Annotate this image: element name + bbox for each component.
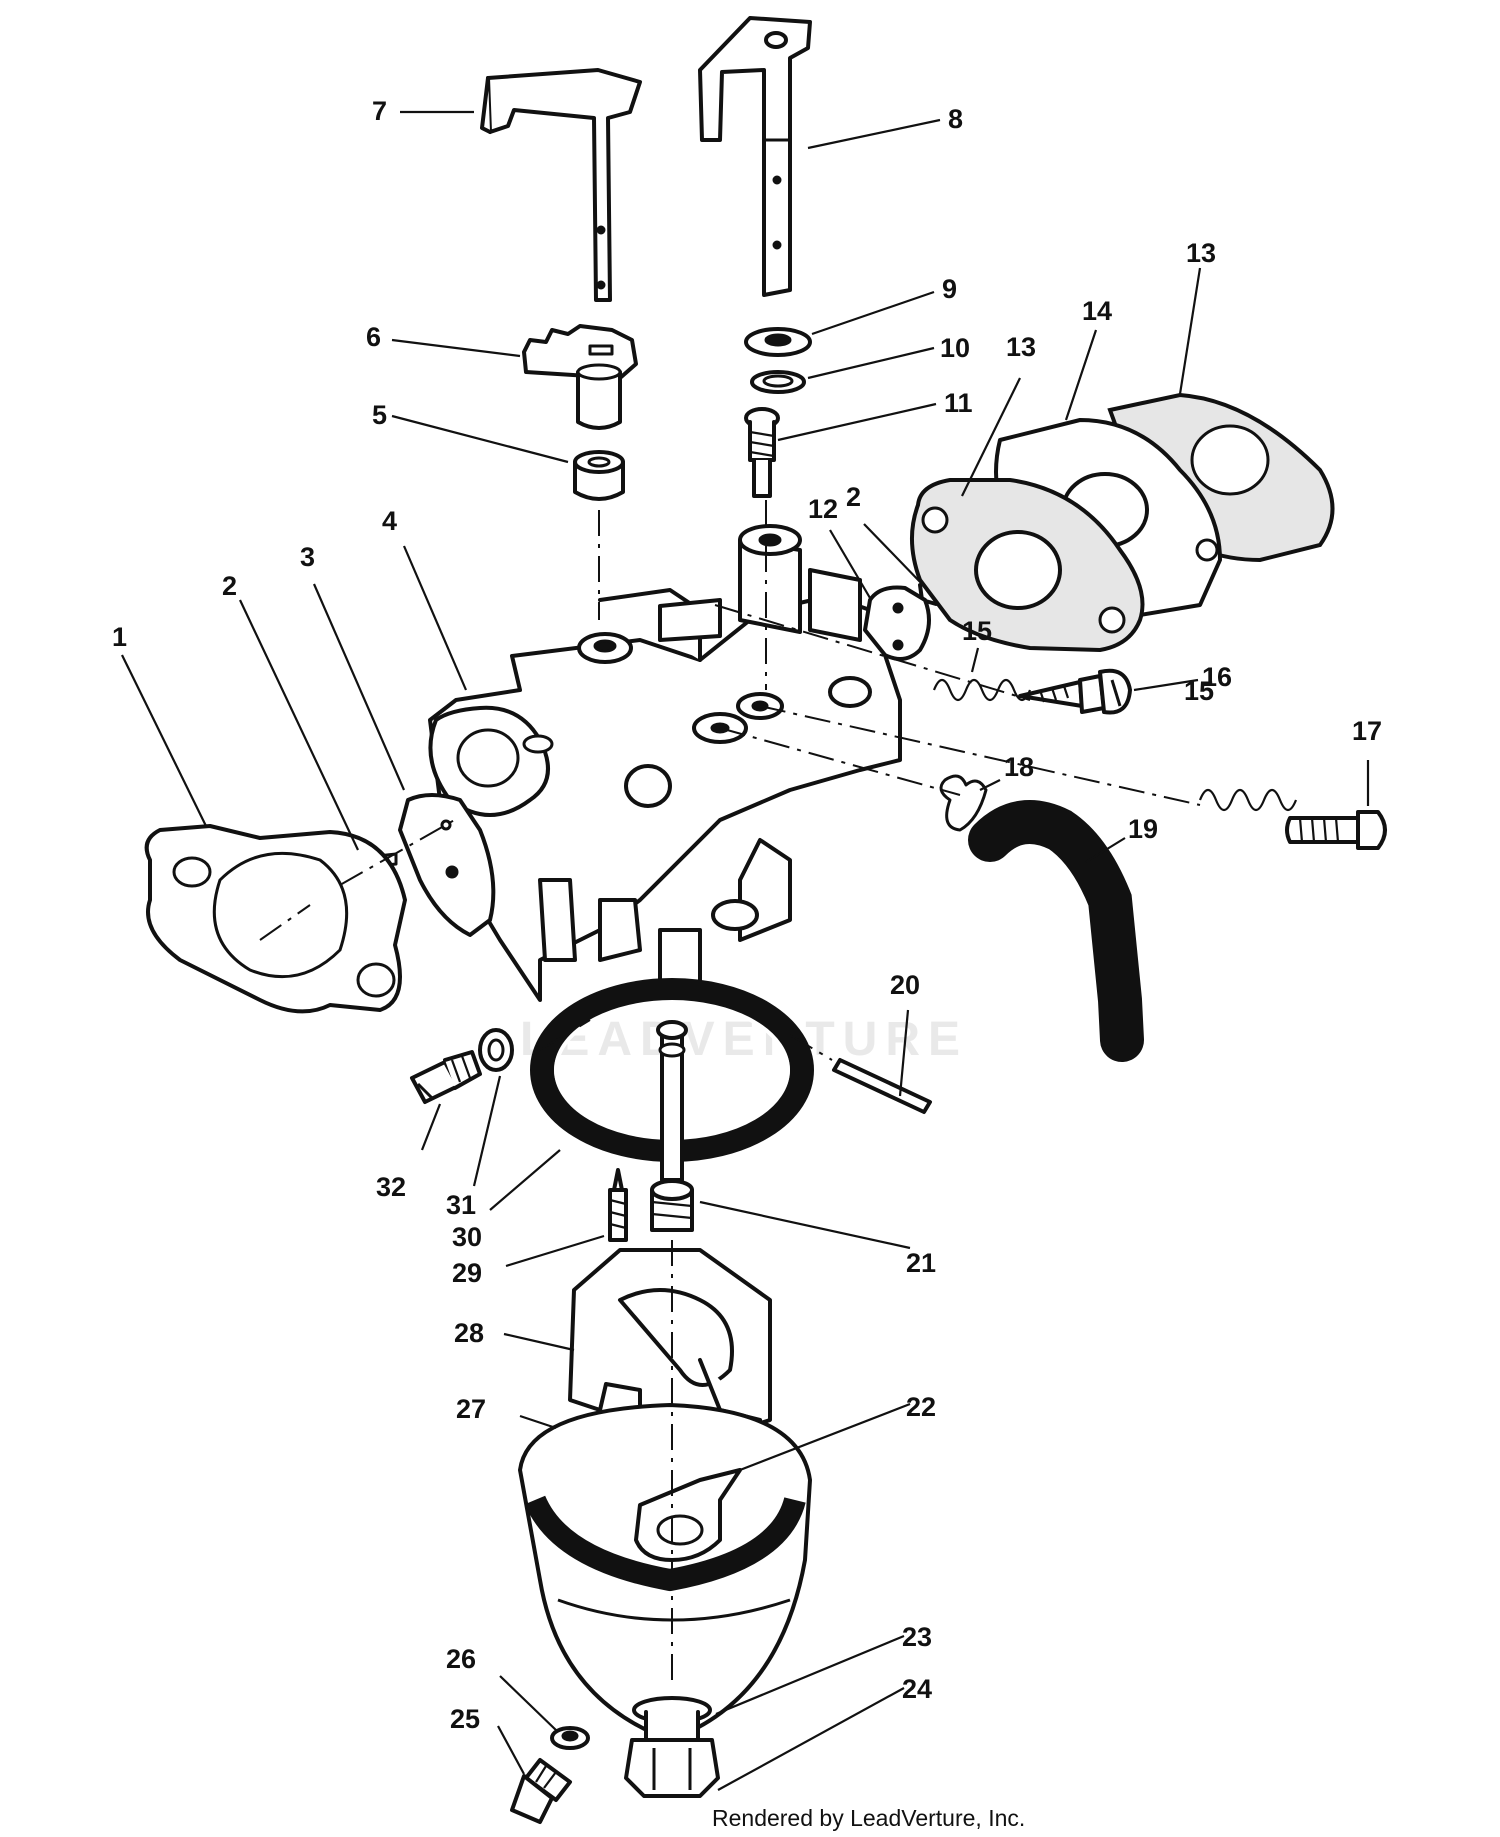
part-7-throttle-shaft [480, 68, 642, 302]
callout-5: 5 [372, 400, 387, 430]
callout-9: 9 [942, 274, 957, 304]
callouts: 7 8 6 5 9 10 11 4 3 2 1 12 2 13 14 13 15… [112, 96, 1382, 1734]
part-8-choke-shaft [698, 16, 812, 297]
callout-14: 14 [1082, 296, 1112, 326]
part-15-spring-lower [1198, 788, 1298, 812]
callout-22: 22 [906, 1392, 936, 1422]
callout-28: 28 [454, 1318, 484, 1348]
callout-16: 16 [1202, 662, 1232, 692]
part-24-bowl-nut [624, 1710, 720, 1798]
part-32-screw [410, 1050, 482, 1104]
callout-15-upper: 15 [962, 616, 992, 646]
part-29-inlet-needle [608, 1168, 628, 1242]
part-19-fuel-hose [968, 800, 1144, 1062]
callout-26: 26 [446, 1644, 476, 1674]
callout-23: 23 [902, 1622, 932, 1652]
callout-19: 19 [1128, 814, 1158, 844]
part-16-screw [1018, 668, 1132, 715]
callout-10: 10 [940, 333, 970, 363]
part-13-gasket-front [909, 478, 1145, 653]
leader-lines [121, 110, 1370, 1791]
callout-32: 32 [376, 1172, 406, 1202]
part-5-bushing [573, 450, 625, 501]
part-25-drain-screw [510, 1758, 572, 1824]
callout-1: 1 [112, 622, 127, 652]
part-15-spring-upper [932, 678, 1032, 702]
part-11-screw [744, 407, 780, 498]
callout-20: 20 [890, 970, 920, 1000]
callout-15-lower: 15 [1184, 676, 1214, 706]
part-17-bolt [1285, 810, 1387, 850]
callout-25: 25 [450, 1704, 480, 1734]
main-nozzle [656, 1020, 688, 1182]
part-18-clip [939, 774, 988, 832]
callout-8: 8 [948, 104, 963, 134]
part-6-throttle-plate [522, 324, 638, 430]
callout-6: 6 [366, 322, 381, 352]
callout-18: 18 [1004, 752, 1034, 782]
callout-30: 30 [452, 1222, 482, 1252]
part-22-float-pin [634, 1468, 742, 1562]
assembly-axes [259, 500, 1201, 1680]
part-10-seal [750, 370, 806, 394]
part-1-gasket [144, 824, 407, 1014]
callout-2-left: 2 [222, 571, 237, 601]
callout-12: 12 [808, 494, 838, 524]
part-26-washer [550, 1726, 590, 1750]
render-credit: Rendered by LeadVerture, Inc. [712, 1805, 1025, 1831]
part-21-main-jet [650, 1179, 694, 1232]
callout-29: 29 [452, 1258, 482, 1288]
part-12-plate [863, 585, 931, 661]
callout-2-right: 2 [846, 482, 861, 512]
callout-3: 3 [300, 542, 315, 572]
callout-21: 21 [906, 1248, 936, 1278]
callout-24: 24 [902, 1674, 932, 1704]
callout-13-rear: 13 [1186, 238, 1216, 268]
part-4-carburetor-body [428, 524, 902, 1002]
part-27-float-bowl [518, 1403, 812, 1742]
part-31-washer [478, 1028, 514, 1072]
part-3-choke-plate [398, 793, 496, 937]
callout-31: 31 [446, 1190, 476, 1220]
callout-17: 17 [1352, 716, 1382, 746]
callout-11: 11 [944, 388, 973, 418]
part-9-washer [744, 327, 812, 357]
callout-13-front: 13 [1006, 332, 1036, 362]
callout-27: 27 [456, 1394, 486, 1424]
part-20-pin [832, 1058, 932, 1114]
callout-4: 4 [382, 506, 397, 536]
callout-7: 7 [372, 96, 387, 126]
